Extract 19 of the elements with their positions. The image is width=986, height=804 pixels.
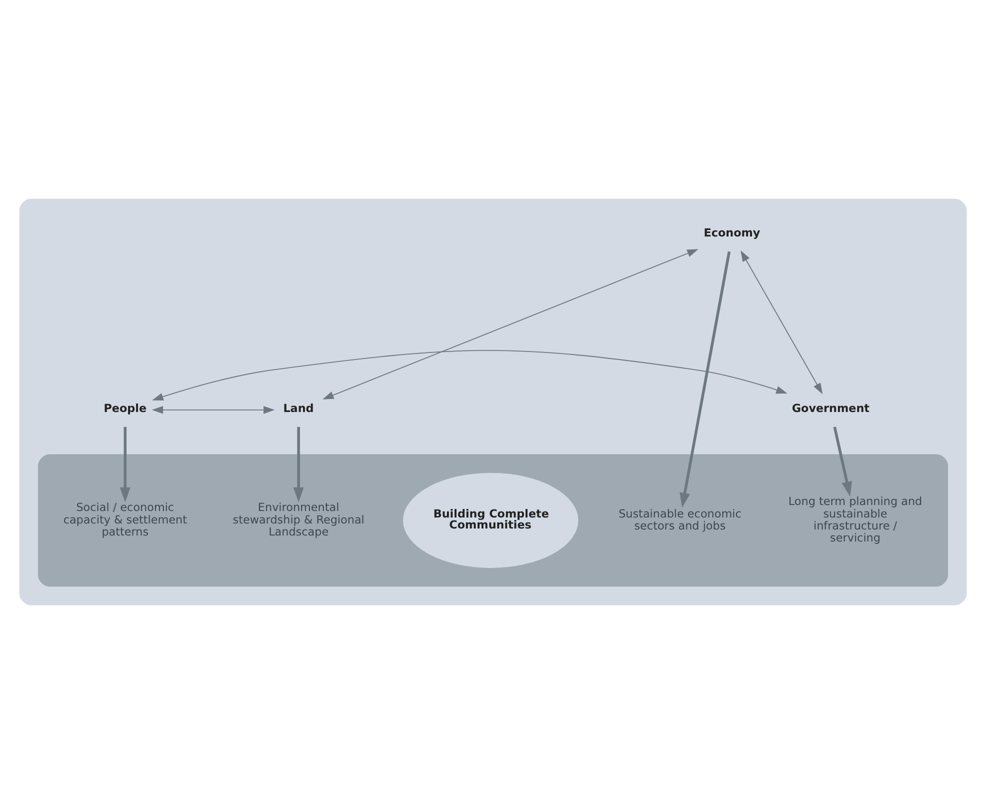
node-text: Economy	[704, 226, 760, 240]
cluster	[38, 454, 948, 587]
node-text: Environmental stewardship & Regional Landscape	[232, 501, 364, 538]
node-text: People	[104, 402, 147, 415]
node-text: Land	[283, 402, 314, 415]
arrow	[152, 406, 275, 414]
arrow	[680, 251, 731, 508]
arrow	[120, 426, 130, 502]
arrow	[152, 350, 788, 401]
arrow	[322, 249, 698, 400]
node-text: Long term planning and sustainable infrastructure / servicing	[788, 495, 922, 544]
node-ellipse: Building Complete Communities	[403, 472, 578, 568]
arrow	[833, 426, 852, 497]
node-text: Government	[792, 402, 870, 415]
cluster	[19, 198, 967, 606]
node-text: Social / economic capacity & settlement patterns	[63, 501, 187, 538]
arrow	[740, 250, 823, 394]
node-text: Sustainable economic sectors and jobs	[618, 507, 742, 532]
arrow	[293, 426, 304, 502]
